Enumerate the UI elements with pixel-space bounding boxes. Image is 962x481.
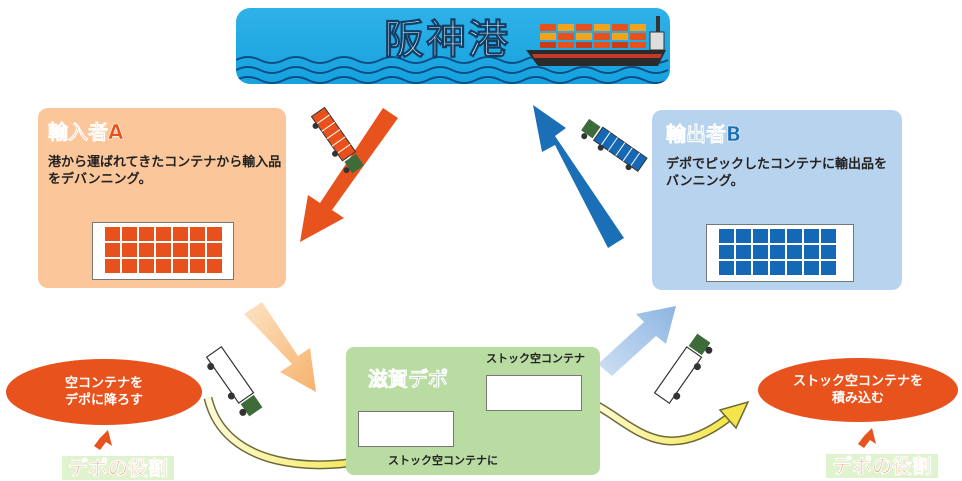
stock-label-bottom: ストック空コンテナに [388, 454, 498, 467]
empty-container-slot [358, 411, 454, 447]
importer-title: 輸入者A [48, 120, 124, 144]
importer-container [92, 222, 234, 280]
depot-role-caption-left: デポの役割 [62, 456, 174, 480]
truck-white-container-left [205, 346, 263, 417]
small-arrow-left [94, 430, 112, 450]
container-cargo-grid [719, 229, 836, 275]
arrow-importer-to-depot [244, 302, 316, 392]
arrow-depot-to-exporter [598, 306, 676, 376]
depot-role-caption-right: デポの役割 [826, 454, 938, 478]
role-oval-load-text: ストック空コンテナを 積み込む [792, 374, 923, 406]
arrow-exporter-to-port [533, 105, 624, 248]
port-banner: 阪神港 [236, 8, 670, 84]
exporter-description: デポでピックしたコンテナに輸出品をバンニング。 [666, 157, 888, 189]
small-arrow-right [858, 428, 876, 448]
exporter-title: 輸出者B [666, 122, 742, 146]
depot-box: 滋賀デポ ストック空コンテナ ストック空コンテナに [346, 347, 600, 475]
container-ship-icon [526, 16, 666, 66]
truck-white-container-right [653, 333, 713, 404]
role-oval-unload: 空コンテナを デポに降ろす [6, 359, 202, 425]
stock-container-slot [486, 375, 582, 411]
port-title: 阪神港 [384, 17, 510, 63]
exporter-box: 輸出者B デポでピックしたコンテナに輸出品をバンニング。 [652, 110, 902, 290]
depot-title: 滋賀デポ [368, 367, 449, 391]
role-oval-load: ストック空コンテナを 積み込む [758, 358, 958, 422]
truck-blue-container [581, 118, 648, 172]
container-cargo-grid [105, 227, 222, 273]
exporter-container [706, 224, 854, 282]
arrow-port-to-importer [300, 108, 398, 242]
importer-description: 港から運ばれてきたコンテナから輸入品をデバンニング。 [48, 155, 282, 187]
truck-red-container [310, 106, 364, 174]
role-oval-unload-text: 空コンテナを デポに降ろす [64, 376, 143, 408]
importer-box: 輸入者A 港から運ばれてきたコンテナから輸入品をデバンニング。 [38, 108, 286, 288]
stock-label-top: ストック空コンテナ [486, 352, 585, 365]
curved-arrow-right [588, 397, 750, 446]
